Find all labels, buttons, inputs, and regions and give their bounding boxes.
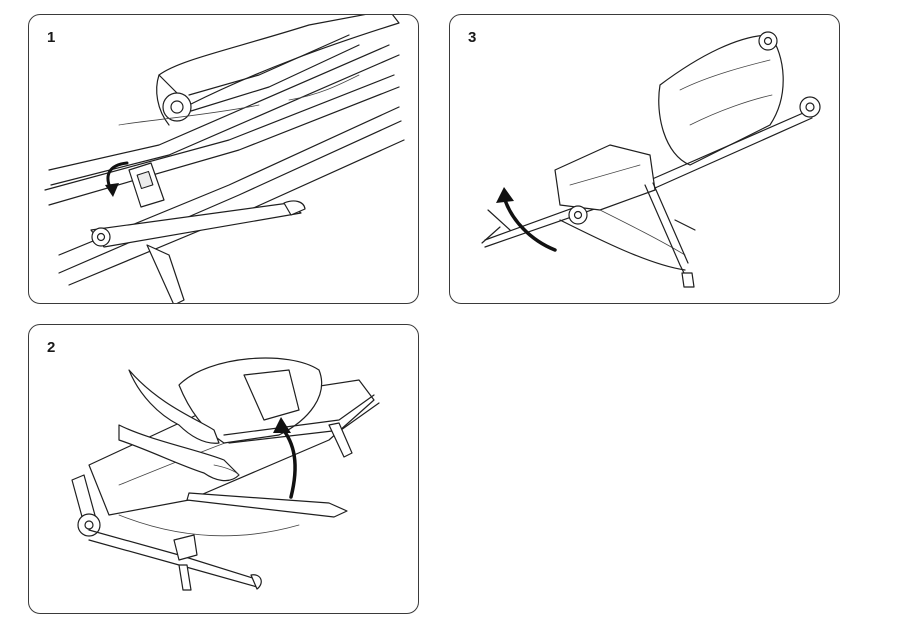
step-number: 2: [47, 339, 56, 356]
step-1-illustration: [44, 15, 405, 303]
left-joint-icon: [77, 513, 101, 537]
step-number: 3: [468, 29, 477, 46]
hinge-joint-icon: [162, 92, 192, 122]
hand-icon: [118, 369, 240, 482]
fold-release-latch: [128, 162, 165, 208]
curved-arrow-up-icon: [496, 187, 557, 252]
step-number: 1: [47, 29, 56, 46]
step-3-illustration: [481, 31, 821, 288]
lower-hinge-icon: [91, 227, 111, 247]
step-2-panel: 2: [28, 324, 419, 614]
step-3-panel: 3: [449, 14, 840, 304]
step-1-panel: 1: [28, 14, 419, 304]
curved-arrow-up-icon: [273, 417, 297, 499]
fold-joint-icon: [568, 205, 588, 225]
frame-end-icon: [799, 96, 821, 118]
handle-top-icon: [758, 31, 778, 51]
curved-arrow-down-icon: [105, 161, 129, 197]
step-2-illustration: [71, 357, 380, 591]
